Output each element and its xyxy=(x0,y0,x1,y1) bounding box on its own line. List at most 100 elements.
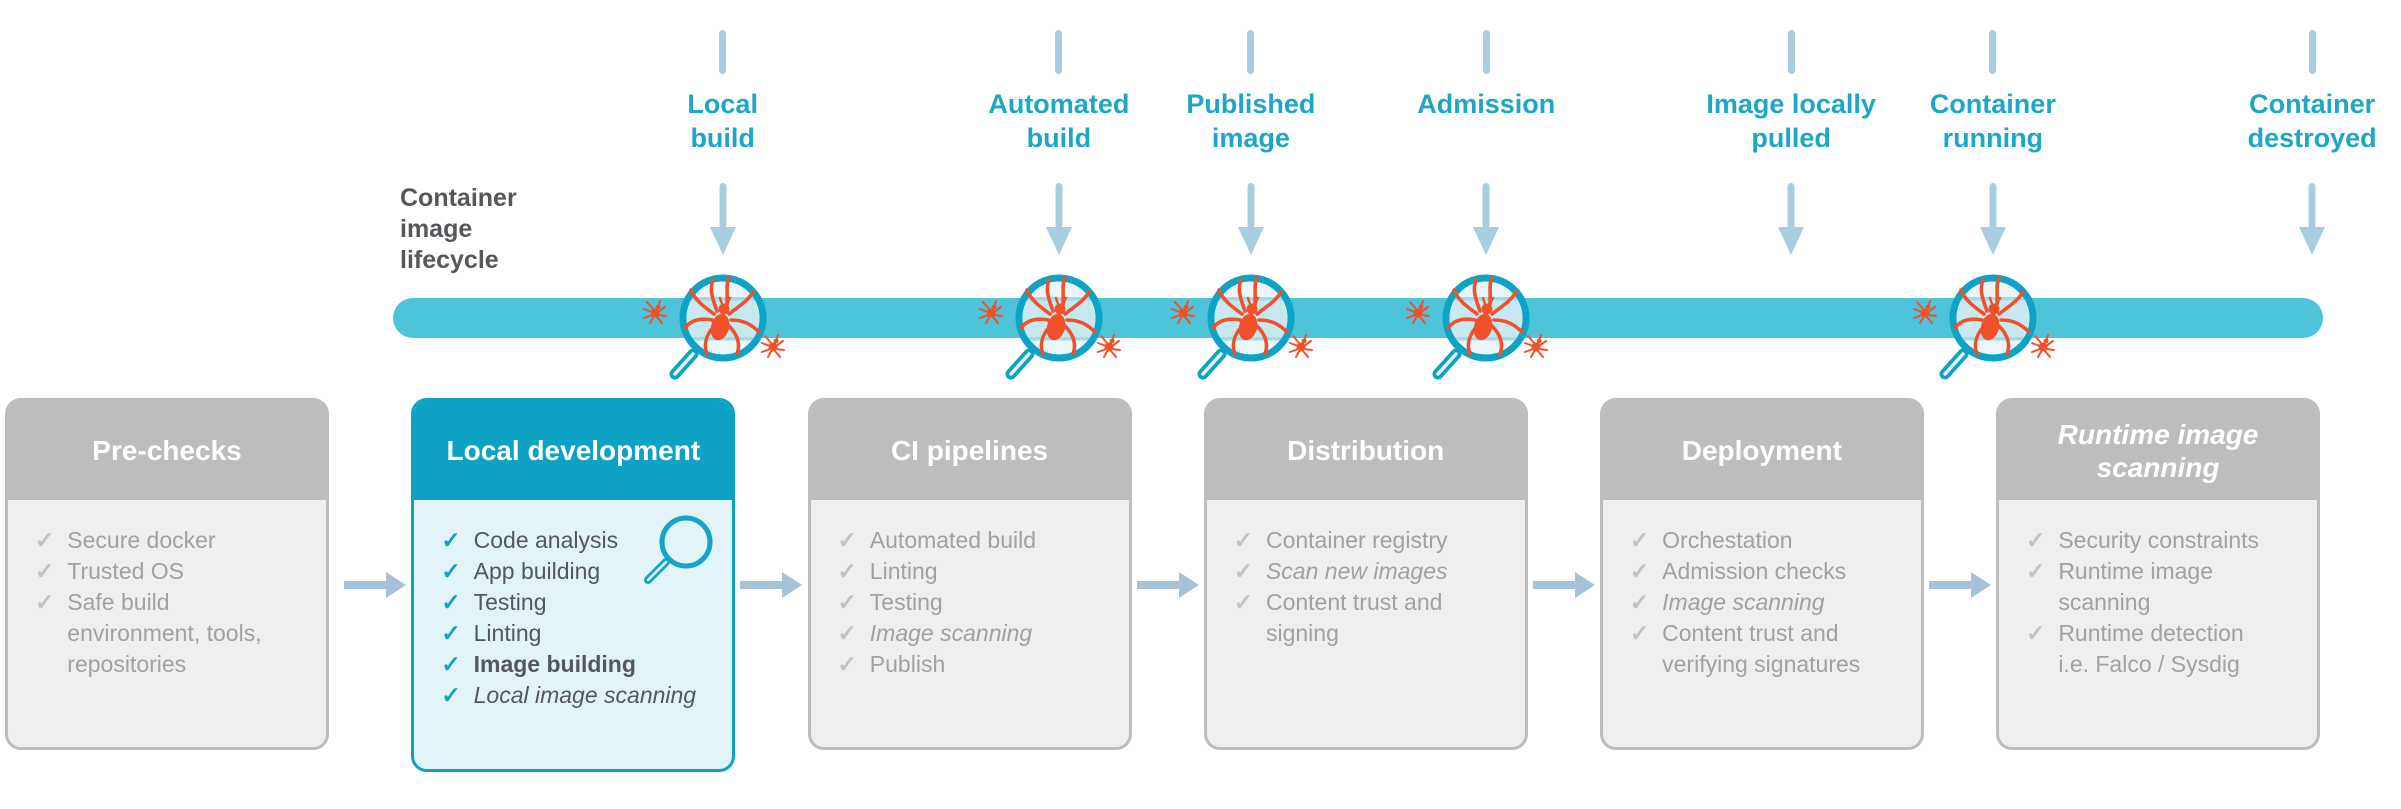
checklist-item: ✓ Image scanning xyxy=(838,618,1115,649)
checklist-item: ✓ Automated build xyxy=(838,525,1115,556)
card-title: Local development xyxy=(414,401,733,500)
checklist-item-label: Code analysis xyxy=(473,527,619,553)
arrow-down-icon xyxy=(709,183,736,255)
timeline-stage: Image locally pulled xyxy=(1686,30,1896,410)
card-checklist: ✓ Secure docker ✓ Trusted OS ✓ xyxy=(35,525,312,680)
card-title: CI pipelines xyxy=(810,401,1129,500)
check-icon: ✓ xyxy=(837,651,857,677)
stage-card: CI pipelines ✓ Automated xyxy=(807,398,1132,750)
check-icon: ✓ xyxy=(2026,620,2046,646)
checklist-item-label: Runtime image scanning xyxy=(2058,558,2213,615)
checklist-item: ✓ Testing xyxy=(838,587,1115,618)
stage-label: Container running xyxy=(1929,89,2056,153)
card-title: Distribution xyxy=(1206,401,1525,500)
spider-icon xyxy=(1019,276,1097,356)
card-checklist: ✓ Code analysis ✓ App building xyxy=(441,525,718,711)
bug-left xyxy=(978,298,1005,330)
checklist-item-label: Secure docker xyxy=(67,527,216,553)
checklist-item-label: Orchestation xyxy=(1662,527,1793,553)
check-icon: ✓ xyxy=(441,651,461,677)
check-icon: ✓ xyxy=(837,620,857,646)
stage-card: Distribution ✓ Container xyxy=(1203,398,1528,750)
check-icon: ✓ xyxy=(35,527,55,553)
stage-card: Runtime image scanning ✓ xyxy=(1996,398,2321,750)
checklist-item-label: App building xyxy=(473,558,601,584)
arrow-down-icon xyxy=(1045,183,1072,255)
timeline-stage: Automated build xyxy=(954,30,1164,410)
check-icon: ✓ xyxy=(441,620,461,646)
checklist-item-label: Linting xyxy=(869,558,938,584)
checklist-item-label: Automated build xyxy=(869,527,1037,553)
lifecycle-cards: Pre-checks ✓ Secure dock xyxy=(5,398,2321,772)
checklist-item-label: Safe build environment, tools, repositor… xyxy=(67,589,262,677)
checklist-item-label: Security constraints xyxy=(2058,527,2260,553)
checklist-item: ✓ Security constraints xyxy=(2026,525,2303,556)
checklist-item-label: Image scanning xyxy=(1662,589,1825,615)
timeline-stage: Container destroyed xyxy=(2207,30,2401,410)
checklist-item: ✓ Container registry xyxy=(1234,525,1511,556)
arrow-down-icon xyxy=(1237,183,1264,255)
bug-icon xyxy=(1912,300,1937,324)
check-icon: ✓ xyxy=(1233,589,1253,615)
bug-icon xyxy=(1288,334,1313,358)
stage-tick xyxy=(1482,30,1490,74)
checklist-item-label: Admission checks xyxy=(1662,558,1847,584)
checklist-item: ✓ Secure docker xyxy=(35,525,312,556)
check-icon: ✓ xyxy=(35,589,55,615)
check-icon: ✓ xyxy=(441,682,461,708)
card-checklist: ✓ Automated build ✓ Linting ✓ xyxy=(838,525,1115,680)
check-icon: ✓ xyxy=(441,589,461,615)
bug-icon xyxy=(978,300,1003,324)
checklist-item: ✓ Safe build environment, tools, reposit… xyxy=(35,587,312,680)
checklist-item: ✓ Publish xyxy=(838,649,1115,680)
bug-right xyxy=(2030,332,2057,364)
checklist-item-label: Local image scanning xyxy=(473,682,697,708)
bug-left xyxy=(1912,298,1939,330)
check-icon: ✓ xyxy=(1629,558,1650,584)
timeline-stage: Admission xyxy=(1381,30,1591,410)
checklist-item: ✓ Trusted OS xyxy=(35,556,312,587)
card-checklist: ✓ Container registry ✓ Scan new images xyxy=(1234,525,1511,649)
stage-card: Local development ✓ Code xyxy=(411,398,736,772)
arrow-down-icon xyxy=(1473,183,1500,255)
arrow-down-icon xyxy=(1979,183,2006,255)
checklist-item-label: Container registry xyxy=(1265,527,1448,553)
stage-card: Deployment ✓ Orchestatio xyxy=(1599,398,1924,750)
checklist-item-label: Content trust and verifying signatures xyxy=(1662,620,1861,677)
check-icon: ✓ xyxy=(1233,558,1253,584)
check-icon: ✓ xyxy=(35,558,55,584)
checklist-item: ✓ Runtime image scanning xyxy=(2026,556,2303,618)
check-icon: ✓ xyxy=(441,527,461,553)
stage-label: Automated build xyxy=(988,89,1130,153)
check-icon: ✓ xyxy=(837,527,857,553)
checklist-item-label: Testing xyxy=(473,589,547,615)
stage-label: Published image xyxy=(1186,89,1316,153)
check-icon: ✓ xyxy=(2026,527,2046,553)
checklist-item-label: Image scanning xyxy=(869,620,1033,646)
stage-tick xyxy=(1989,30,1997,74)
timeline-title: Container image lifecycle xyxy=(400,184,517,274)
bug-right xyxy=(760,332,787,364)
stage-tick xyxy=(1055,30,1063,74)
stage-tick xyxy=(2308,30,2316,74)
stage-label: Admission xyxy=(1417,89,1556,119)
timeline-stage: Local build xyxy=(618,30,828,410)
bug-left xyxy=(1405,298,1432,330)
check-icon: ✓ xyxy=(441,558,461,584)
checklist-item-label: Content trust and signing xyxy=(1265,589,1443,646)
checklist-item: ✓ Runtime detection i.e. Falco / Sysdig xyxy=(2026,618,2303,680)
check-icon: ✓ xyxy=(1629,589,1650,615)
check-icon: ✓ xyxy=(1629,620,1650,646)
image-scan-point xyxy=(628,264,818,400)
bug-left xyxy=(642,298,669,330)
bug-icon xyxy=(1096,334,1121,358)
arrow-right-icon xyxy=(1528,564,1600,750)
card-title: Deployment xyxy=(1602,401,1921,500)
stage-label: Container destroyed xyxy=(2247,89,2377,153)
spider-icon xyxy=(1211,276,1289,356)
arrow-right-icon xyxy=(1924,564,1996,750)
spider-icon xyxy=(1953,276,2031,356)
stage-label: Image locally pulled xyxy=(1706,89,1876,153)
